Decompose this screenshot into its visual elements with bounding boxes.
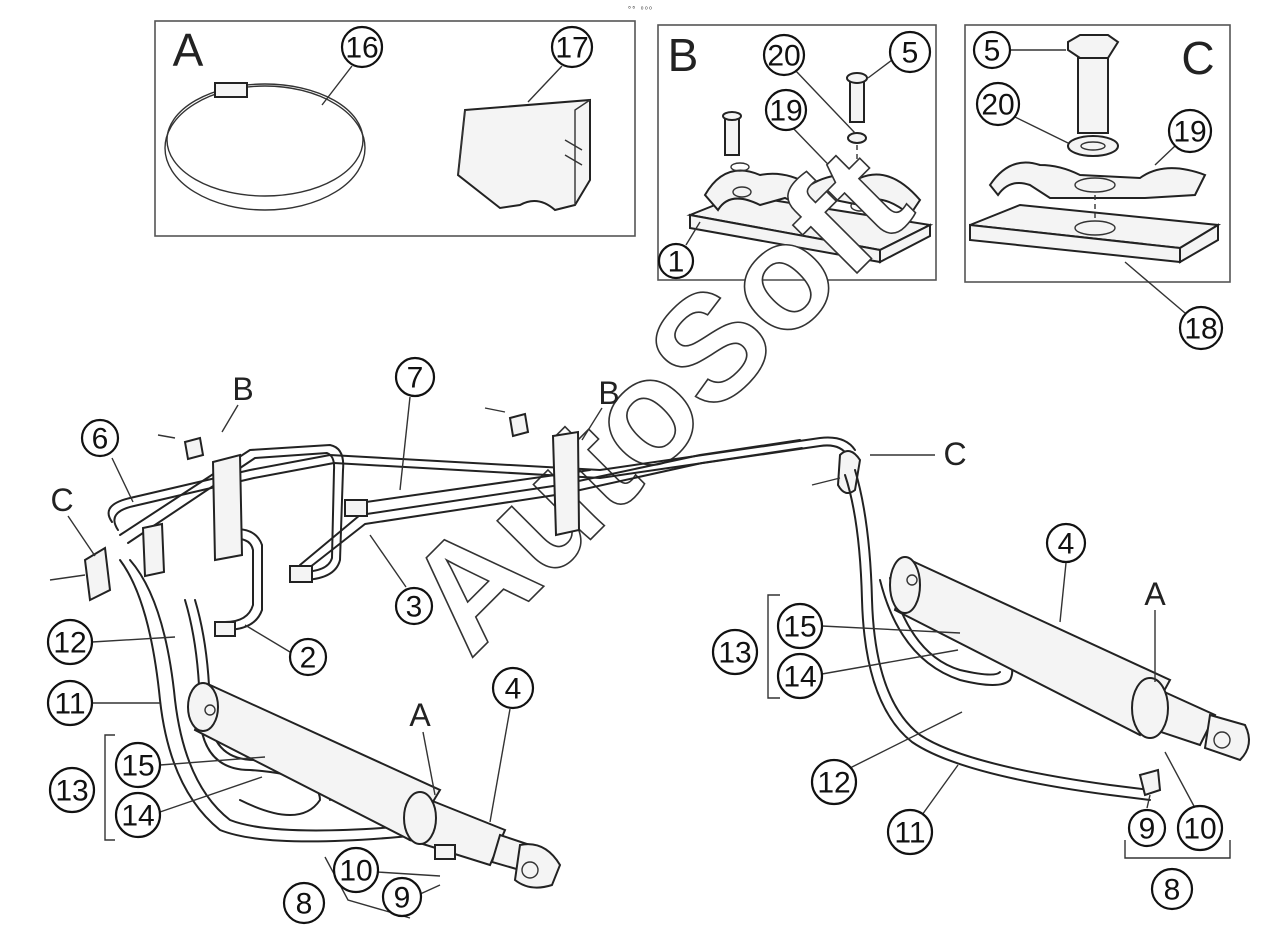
svg-text:11: 11 [894, 817, 925, 850]
panel-c-frame [964, 24, 1231, 283]
callout-13-right: 13 [711, 628, 759, 676]
callout-9-right: 9 [1127, 794, 1167, 848]
svg-text:12: 12 [53, 627, 86, 660]
svg-text:5: 5 [984, 35, 1001, 68]
callout-14-right: 14 [776, 649, 959, 700]
watermark: AutoSoft [374, 116, 940, 682]
callout-2: 2 [244, 624, 328, 677]
svg-text:16: 16 [345, 32, 378, 65]
clamp-ring [164, 82, 366, 211]
panel-c: C 5 20 19 [964, 24, 1231, 351]
svg-text:1: 1 [668, 246, 685, 279]
callout-14-left: 14 [114, 776, 263, 839]
callout-13-left: 13 [48, 766, 96, 814]
svg-text:4: 4 [505, 673, 522, 706]
svg-text:11: 11 [54, 688, 85, 721]
callout-19-b: 19 [764, 88, 849, 186]
svg-text:17: 17 [555, 32, 588, 65]
callout-20-b: 20 [762, 33, 856, 134]
callout-11-right: 11 [886, 764, 959, 856]
callout-7: 7 [394, 356, 436, 491]
rubber-pad [456, 98, 591, 212]
panel-a: A 16 17 [154, 20, 636, 237]
callout-11-left: 11 [46, 679, 160, 727]
label-c-right: C [943, 436, 966, 472]
svg-text:2: 2 [300, 642, 317, 675]
callout-17: 17 [527, 25, 594, 103]
label-c-left: C [50, 482, 73, 518]
right-cylinder [889, 556, 1250, 797]
svg-text:7: 7 [407, 362, 424, 395]
svg-text:9: 9 [394, 882, 411, 915]
callout-16: 16 [321, 25, 384, 106]
panel-a-letter: A [173, 24, 204, 76]
callout-10-right: 10 [1164, 751, 1224, 852]
svg-text:14: 14 [121, 800, 154, 833]
svg-text:20: 20 [767, 40, 800, 73]
panel-b-frame [657, 24, 937, 281]
bracket-assembly [686, 72, 934, 264]
svg-text:8: 8 [1164, 874, 1181, 907]
callout-3: 3 [369, 534, 434, 626]
svg-text:9: 9 [1139, 813, 1156, 846]
callout-20-c: 20 [975, 81, 1069, 144]
svg-text:6: 6 [92, 423, 109, 456]
callout-4-right: 4 [1045, 522, 1087, 623]
svg-text:15: 15 [783, 611, 816, 644]
svg-text:13: 13 [718, 637, 751, 670]
callout-12-left: 12 [46, 618, 176, 666]
callout-1: 1 [657, 221, 701, 280]
callout-8-left: 8 [282, 881, 326, 925]
svg-text:19: 19 [1173, 116, 1206, 149]
svg-text:20: 20 [981, 89, 1014, 122]
callout-5-b: 5 [867, 30, 932, 79]
callout-4-left: 4 [489, 666, 535, 823]
svg-text:10: 10 [339, 855, 372, 888]
panel-a-frame [154, 20, 636, 237]
svg-text:18: 18 [1184, 313, 1217, 346]
label-a-right: A [1144, 576, 1166, 612]
callout-15-left: 15 [114, 741, 266, 789]
left-cylinder [187, 682, 562, 889]
spacer-plate-assembly [969, 34, 1222, 264]
svg-text:19: 19 [769, 95, 802, 128]
panel-b-letter: B [668, 29, 699, 81]
svg-text:15: 15 [121, 750, 154, 783]
callout-19-c: 19 [1154, 108, 1213, 166]
svg-text:3: 3 [406, 591, 423, 624]
callout-12-right: 12 [810, 711, 963, 806]
callout-18: 18 [1124, 261, 1224, 351]
callout-15-right: 15 [776, 602, 961, 650]
callout-9-left: 9 [381, 876, 441, 918]
callout-10-left: 10 [332, 846, 441, 894]
svg-text:5: 5 [902, 37, 919, 70]
label-b-right: B [598, 375, 619, 411]
svg-text:12: 12 [817, 767, 850, 800]
svg-text:14: 14 [783, 661, 816, 694]
svg-text:8: 8 [296, 888, 313, 921]
callout-5-c: 5 [972, 30, 1066, 70]
svg-text:10: 10 [1183, 813, 1216, 846]
svg-text:4: 4 [1058, 528, 1075, 561]
panel-c-letter: C [1181, 32, 1214, 84]
label-b-left: B [232, 371, 253, 407]
callout-6: 6 [80, 418, 134, 503]
label-a-left: A [409, 697, 431, 733]
callout-8-right: 8 [1150, 867, 1194, 911]
panel-b: B 20 5 19 [657, 24, 937, 281]
top-tiny-label: ⁰⁰ ᵒᵒᵒ [627, 5, 652, 14]
main-assembly: B B C C A A 7 6 3 2 12 [46, 356, 1250, 925]
svg-text:13: 13 [55, 775, 88, 808]
